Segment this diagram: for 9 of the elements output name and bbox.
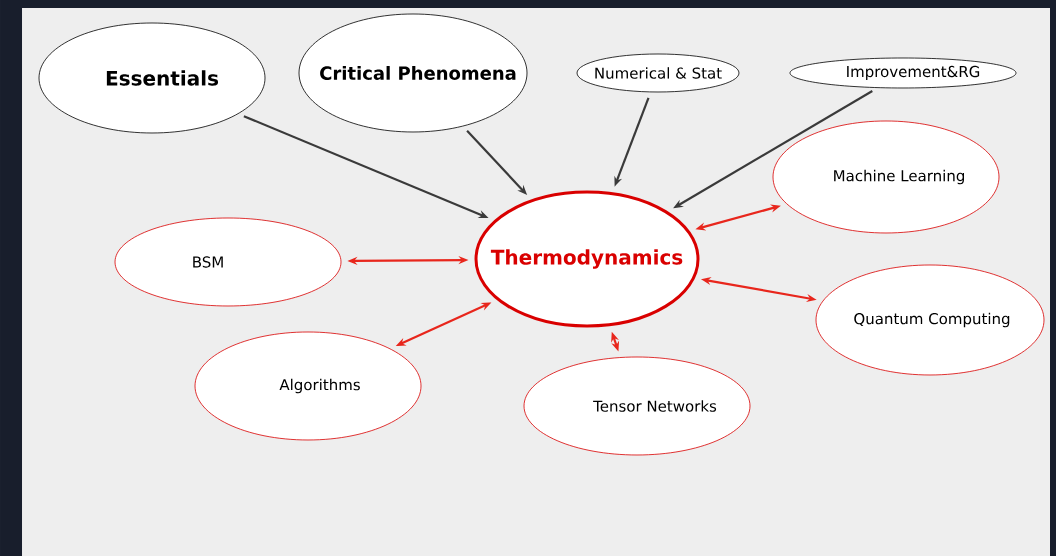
ellipse-node: Tensor Networks — [523, 356, 751, 456]
ellipse-node: Improvement&RG — [789, 57, 1017, 89]
ellipse-node: BSM — [114, 217, 342, 307]
ellipse-node: Algorithms — [194, 331, 422, 441]
ellipse-node: Essentials — [38, 22, 266, 134]
ellipse-node: Machine Learning — [772, 120, 1000, 234]
ellipse-node: Critical Phenomena — [298, 13, 528, 133]
ellipse-node: Numerical & Stat — [576, 53, 740, 93]
ellipse-node: Quantum Computing — [815, 264, 1045, 376]
